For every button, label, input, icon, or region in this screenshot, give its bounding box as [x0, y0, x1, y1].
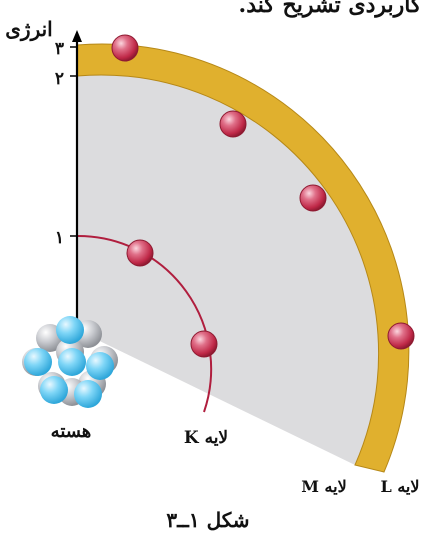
atom-region	[77, 74, 379, 466]
electron	[126, 239, 154, 267]
shell-m-label: لایه M	[301, 477, 346, 496]
electron	[190, 330, 218, 358]
neutron	[40, 376, 68, 404]
neutron	[86, 352, 114, 380]
neutron	[24, 348, 52, 376]
electron	[299, 184, 327, 212]
tick-label-2: ۲	[55, 69, 64, 89]
neutron	[58, 348, 86, 376]
outer-shell-band	[76, 43, 410, 473]
electrons	[111, 34, 415, 358]
energy-axis-arrow-icon	[72, 30, 82, 42]
figure-caption: شکل ۱ــ۳	[166, 508, 249, 532]
neutron	[56, 316, 84, 344]
electron	[111, 34, 139, 62]
tick-label-1: ۱	[55, 228, 64, 248]
tick-label-3: ۳	[55, 39, 64, 59]
header-text-fragment: کاربردی تشریح کند.	[239, 0, 422, 18]
shell-l-label: لایه L	[381, 477, 420, 496]
shell-k-label: لایه K	[184, 428, 228, 448]
electron	[219, 110, 247, 138]
nucleus	[22, 316, 118, 408]
electron	[387, 322, 415, 350]
shell-k-arc	[76, 234, 213, 413]
energy-axis-title: انرژی	[5, 17, 52, 42]
nucleus-label: هسته	[51, 421, 92, 442]
neutron	[74, 380, 102, 408]
